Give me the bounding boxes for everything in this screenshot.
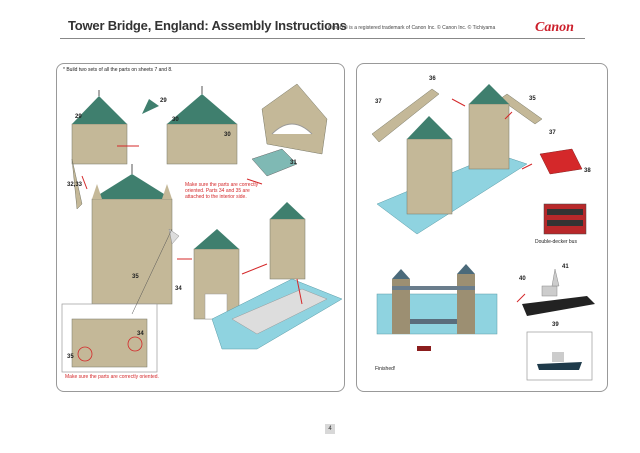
part-label-29a: 29 (75, 114, 82, 120)
part-31-piece (251, 148, 298, 177)
double-decker-bus-part (539, 148, 587, 235)
trademark-notice: Canon ® is a registered trademark of Can… (328, 25, 496, 31)
part-label-34a: 34 (175, 286, 182, 292)
caption-double-decker-bus: Double-decker bus (535, 239, 577, 245)
part-label-32-33: 32,33 (67, 182, 83, 188)
note-build-two-sets: * Build two sets of all the parts on she… (63, 67, 173, 73)
boat-part (522, 268, 595, 316)
small-tower-assembly (269, 202, 306, 280)
part-label-41: 41 (562, 264, 569, 270)
page-title: Tower Bridge, England: Assembly Instruct… (68, 18, 347, 33)
page-number: 4 (325, 424, 335, 434)
mid-tower-assembly (193, 229, 240, 320)
part-label-38: 38 (584, 168, 591, 174)
arch-piece (261, 83, 328, 155)
part-label-29b: 29 (160, 98, 167, 104)
towers-on-base (376, 84, 528, 235)
part-label-31: 31 (290, 160, 297, 166)
finished-bridge-model (376, 264, 498, 351)
part-label-36: 36 (429, 76, 436, 82)
right-panel-illustrations (371, 84, 595, 381)
part-label-34b: 34 (137, 331, 144, 337)
caption-finished: Finished! (375, 366, 396, 372)
part-label-30a: 30 (172, 117, 179, 123)
canon-logo: Canon (535, 20, 574, 35)
left-panel-illustrations (61, 83, 343, 373)
part-label-39: 39 (552, 322, 559, 328)
bridge-base-assembly (211, 278, 343, 350)
tower-top-step-1 (71, 90, 159, 165)
part-label-40: 40 (519, 276, 526, 282)
tower-top-step-2 (166, 86, 238, 165)
part-label-30b: 30 (224, 132, 231, 138)
part-label-35b: 35 (67, 354, 74, 360)
bridge-walkway-parts (371, 88, 543, 143)
large-tower-assembly (71, 158, 180, 305)
part-label-35: 35 (529, 96, 536, 102)
note-orientation-interior: Make sure the parts are correctly orient… (185, 182, 259, 200)
note-correctly-oriented: Make sure the parts are correctly orient… (65, 374, 159, 380)
part-label-37b: 37 (549, 130, 556, 136)
part-label-37a: 37 (375, 99, 382, 105)
part-label-35a: 35 (132, 274, 139, 280)
right-instruction-panel: 36 35 37 37 38 40 41 39 Double-decker bu… (356, 63, 608, 392)
header-rule (60, 38, 585, 39)
left-instruction-panel: * Build two sets of all the parts on she… (56, 63, 345, 392)
